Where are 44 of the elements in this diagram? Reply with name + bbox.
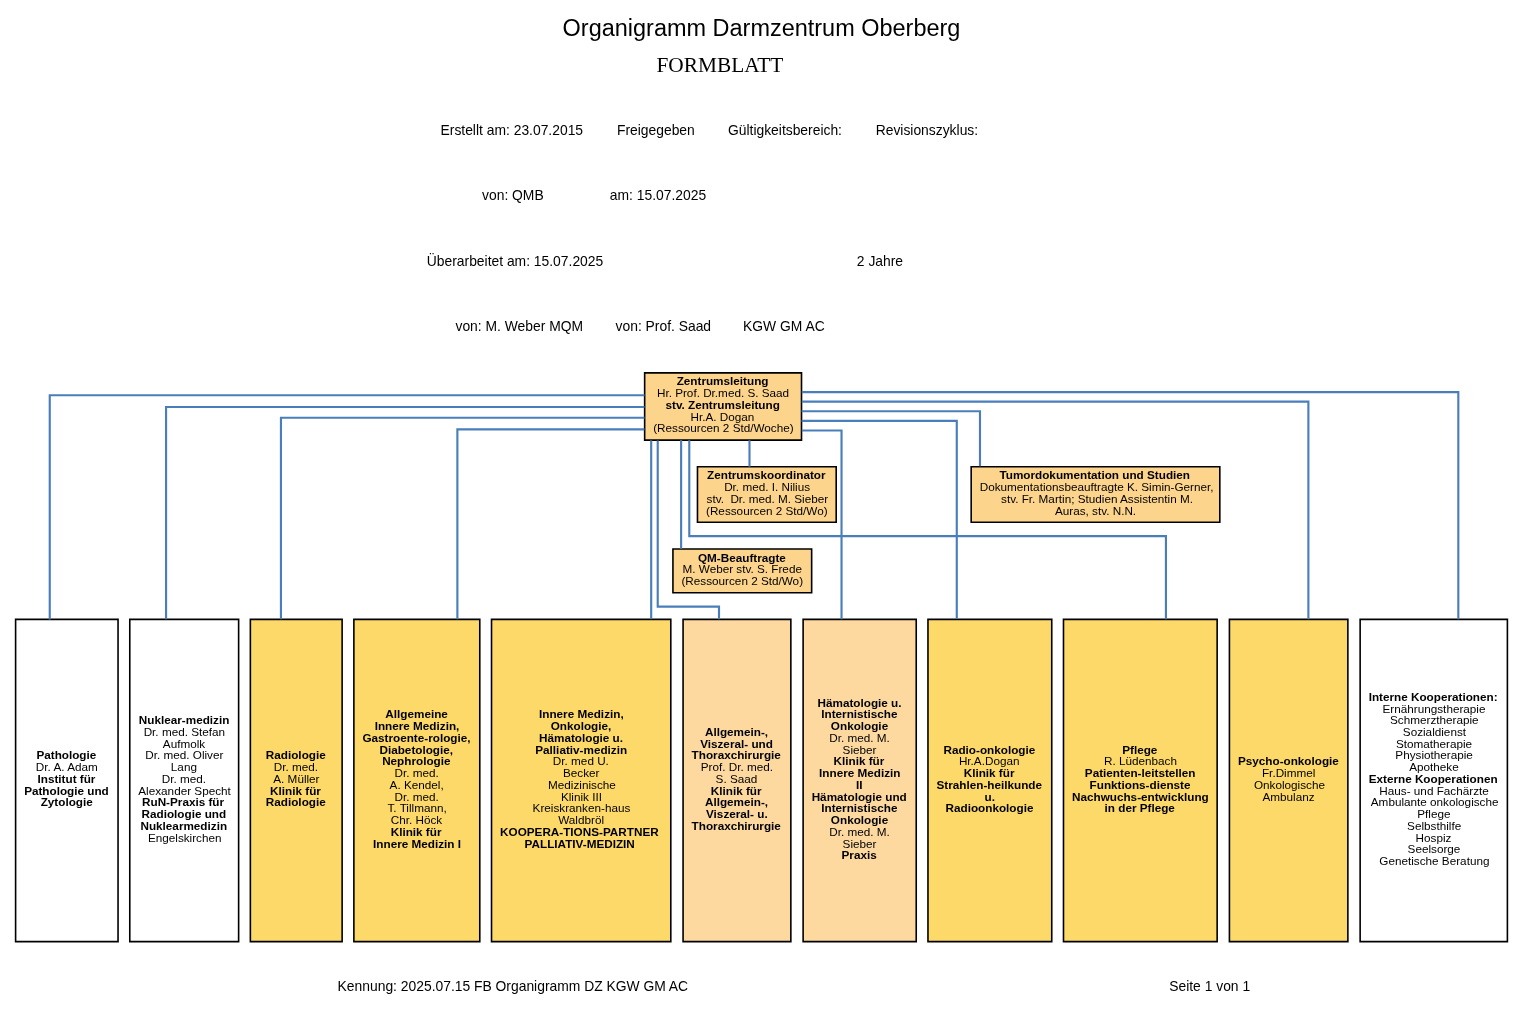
node-box: Hämatologie u. Internistische Onkologie Dr. med. M. Sieber Klinik für Innere Medizin II Hämatologie und Internistische Onkologie Dr. med. M. Sieber Praxis	[802, 618, 918, 942]
connector	[748, 439, 751, 467]
connector	[279, 416, 645, 619]
label: FORMBLATT	[656, 52, 784, 77]
node-box: Pflege R. Lüdenbach Patienten-leitstellen Funktions-dienste Nachwuchs-entwicklung in der Pflege	[1062, 618, 1218, 942]
label: Erstellt am: 23.07.2015	[440, 121, 584, 138]
connector	[680, 439, 683, 549]
diagram-title: Organigramm Darmzentrum Oberberg	[562, 14, 961, 41]
connector	[456, 427, 645, 619]
connector	[801, 409, 982, 466]
connector	[801, 419, 958, 619]
connector	[48, 393, 645, 619]
node-box: Zentrumskoordinator Dr. med. I. Nilius stv. Dr. med. M. Sieber (Ressourcen 2 Std/Wo)	[696, 465, 837, 523]
node-box: QM-Beauftragte M. Weber stv. S. Frede (Ressourcen 2 Std/Wo)	[672, 547, 813, 593]
connector	[656, 439, 721, 619]
label: Überarbeitet am: 15.07.2025	[426, 252, 604, 269]
label: am: 15.07.2025	[609, 186, 707, 203]
label: von: M. Weber MQM	[455, 317, 584, 334]
connector	[165, 405, 645, 619]
node-box: Innere Medizin, Onkologie, Hämatologie u. Palliativ-medizin Dr. med U. Becker Medizinische Klinik III Kreiskranken-haus Waldbröl KOOPERA-TIONS-PARTNER PALLIATIV-MEDIZIN	[490, 618, 672, 942]
connector	[650, 439, 653, 619]
connector	[801, 428, 843, 619]
node-box: Nuklear-medizin Dr. med. Stefan Aufmolk Dr. med. Oliver Lang Dr. med. Alexander Specht RuN-Praxis für Radiologie und Nuklearmedizin Engelskirchen	[129, 618, 240, 942]
label: von: Prof. Saad	[615, 317, 712, 334]
connector	[688, 439, 1167, 619]
node-box: Allgemein-, Viszeral- und Thoraxchirurgie Prof. Dr. med. S. Saad Klinik für Allgemein-, Viszeral- u. Thoraxchirurgie	[682, 618, 792, 942]
node-box: Interne Kooperationen: Ernährungstherapie Schmerztherapie Sozialdienst Stomatherapie Physiotherapie Apotheke Externe Kooperationen Haus- und Fachärzte Ambulante onkologische Pflege Selbsthilfe Hospiz Seelsorge Genetische Beratung	[1359, 618, 1509, 942]
connector	[801, 400, 1310, 619]
node-box: Allgemeine Innere Medizin, Gastroente-rologie, Diabetologie, Nephrologie Dr. med. A. Kendel, Dr. med. T. Tillmann, Chr. Höck Klinik für Innere Medizin I	[353, 618, 481, 942]
node-box: Radio-onkologie Hr.A.Dogan Klinik für Strahlen-heilkunde u. Radioonkologie	[927, 618, 1053, 942]
node-box: Tumordokumentation und Studien Dokumentationsbeauftragte K. Simin-Gerner, stv. Fr. Martin; Studien Assistentin M. Auras, stv. N.N.	[970, 465, 1221, 523]
label: Gültigkeitsbereich:	[727, 121, 842, 138]
node-box: Psycho-onkologie Fr.Dimmel Onkologische Ambulanz	[1228, 618, 1349, 942]
label: Freigegeben	[616, 121, 695, 138]
connector	[801, 390, 1460, 619]
node-box: Radiologie Dr. med. A. Müller Klinik für Radiologie	[249, 618, 343, 942]
node-box: Zentrumsleitung Hr. Prof. Dr.med. S. Saad stv. Zentrumsleitung Hr.A. Dogan (Ressourcen 2 Std/Woche)	[643, 371, 803, 441]
label: von: QMB	[482, 186, 544, 203]
label: KGW GM AC	[743, 317, 825, 334]
label: Revisionszyklus:	[875, 121, 979, 138]
label: Kennung: 2025.07.15 FB Organigramm DZ KGW GM AC	[337, 977, 689, 994]
label: Seite 1 von 1	[1169, 977, 1251, 994]
label: 2 Jahre	[856, 252, 904, 269]
node-box: Pathologie Dr. A. Adam Institut für Pathologie und Zytologie	[14, 618, 119, 942]
